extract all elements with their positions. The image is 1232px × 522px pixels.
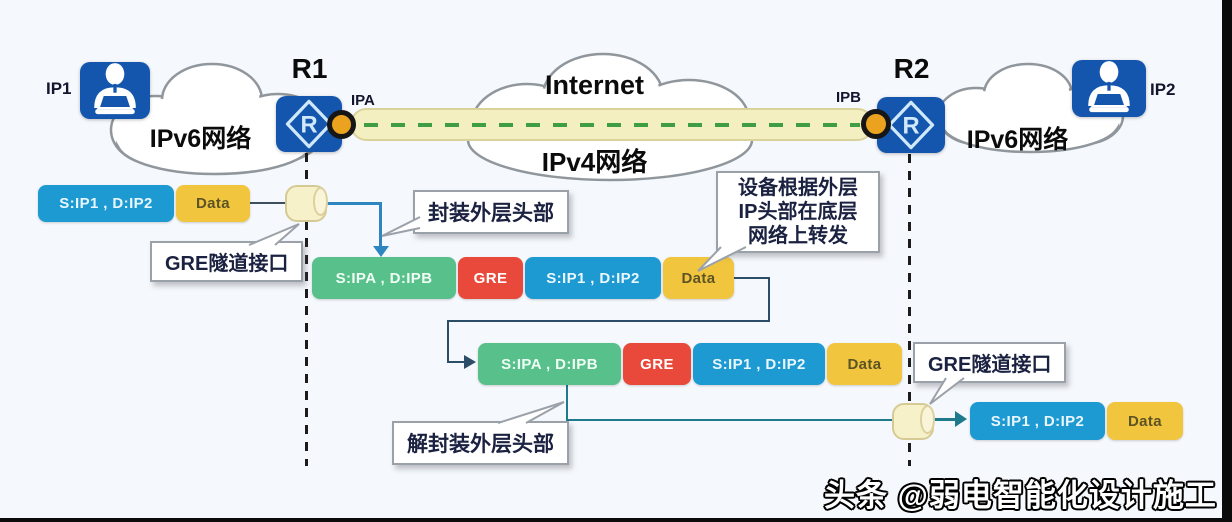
callout-forwarding: 设备根据外层 IP头部在底层 网络上转发	[716, 171, 880, 253]
callout-tail-icon	[248, 223, 300, 246]
callout-tail-icon	[497, 401, 565, 424]
callout-forwarding-line2: IP头部在底层	[738, 201, 858, 223]
person-laptop-icon	[94, 63, 136, 115]
callout-forwarding-line1: 设备根据外层	[738, 177, 858, 199]
callout-forwarding-line3: 网络上转发	[748, 225, 848, 247]
gre-header-segment: GRE	[458, 257, 523, 299]
outer-ip-header-segment: S:IPA , D:IPB	[478, 343, 621, 385]
data-segment: Data	[176, 185, 250, 222]
packet-row-encapsulated-r2: S:IPA , D:IPB GRE S:IP1 , D:IP2 Data	[478, 343, 902, 385]
router-icon-r2: R	[877, 97, 945, 153]
decap-arrow-line	[934, 418, 957, 421]
ipa-label: IPA	[351, 92, 375, 109]
transit-connector	[447, 320, 770, 322]
router-glyph: R	[300, 113, 317, 139]
person-laptop-icon	[1088, 61, 1130, 113]
r2-drop-dashed-line	[908, 154, 911, 466]
bottom-border-strip	[0, 518, 1232, 522]
packet-row-original-left: S:IP1 , D:IP2 Data	[38, 185, 250, 222]
inner-ip-header-segment: S:IP1 , D:IP2	[693, 343, 825, 385]
internet-label: Internet	[544, 70, 644, 100]
watermark-text: 头条 @弱电智能化设计施工	[824, 478, 1217, 513]
transit-connector	[734, 277, 770, 279]
callout-gre-interface-right: GRE隧道接口	[913, 342, 1067, 383]
ipv4-label: IPv4网络	[541, 147, 648, 177]
gre-tunnel-pipe	[350, 108, 874, 141]
encap-arrow-vertical	[379, 202, 382, 248]
data-segment: Data	[1107, 402, 1183, 440]
gre-tunnel-interface-icon-left	[285, 185, 328, 222]
decap-connector	[566, 384, 568, 421]
decap-connector	[566, 419, 894, 421]
gre-header-segment: GRE	[623, 343, 691, 385]
ipb-label: IPB	[836, 89, 862, 106]
encap-arrowhead-icon	[373, 246, 389, 257]
callout-gre-interface-left: GRE隧道接口	[150, 241, 304, 282]
router-glyph: R	[902, 114, 919, 140]
ipv6-left-label: IPv6网络	[149, 125, 252, 153]
tunnel-port-a-icon	[327, 110, 356, 139]
transit-connector	[447, 361, 465, 363]
packet-row-encapsulated-r1: S:IPA , D:IPB GRE S:IP1 , D:IP2 Data	[312, 257, 734, 299]
inner-ip-header-segment: S:IP1 , D:IP2	[525, 257, 661, 299]
data-segment: Data	[827, 343, 902, 385]
data-segment: Data	[663, 257, 734, 299]
packet-row-original-right: S:IP1 , D:IP2 Data	[970, 402, 1183, 440]
r1-label: R1	[291, 53, 328, 84]
tunnel-dashed-line	[364, 123, 860, 127]
decap-arrowhead-icon	[955, 411, 967, 427]
inner-ip-header-segment: S:IP1 , D:IP2	[38, 185, 174, 222]
r1-drop-dashed-line	[305, 153, 308, 466]
gre-tunnel-interface-icon-right	[892, 403, 935, 440]
callout-decapsulate: 解封装外层头部	[392, 421, 569, 465]
callout-tail-icon	[929, 377, 965, 405]
ipv6-right-label: IPv6网络	[966, 126, 1069, 154]
callout-encapsulate: 封装外层头部	[413, 190, 569, 234]
transit-connector	[768, 277, 770, 322]
callout-tail-icon	[697, 246, 747, 272]
ip1-label: IP1	[46, 79, 72, 98]
transit-connector	[447, 320, 449, 363]
router-diamond-icon: R	[285, 99, 333, 149]
encap-arrow-horizontal	[327, 202, 382, 205]
host-icon-left	[80, 62, 150, 119]
callout-tail-icon	[381, 216, 421, 237]
r2-label: R2	[893, 53, 930, 84]
transit-arrowhead-icon	[464, 355, 476, 369]
right-border-strip	[1222, 0, 1232, 522]
host-icon-right	[1072, 60, 1146, 117]
router-icon-r1: R	[276, 96, 342, 152]
router-diamond-icon: R	[887, 100, 935, 150]
ipv6-cloud-right	[936, 62, 1125, 154]
inner-ip-header-segment: S:IP1 , D:IP2	[970, 402, 1105, 440]
outer-ip-header-segment: S:IPA , D:IPB	[312, 257, 456, 299]
ip2-label: IP2	[1150, 80, 1176, 99]
tunnel-port-b-icon	[861, 109, 891, 139]
packet-to-tunnelif-line	[250, 202, 286, 204]
